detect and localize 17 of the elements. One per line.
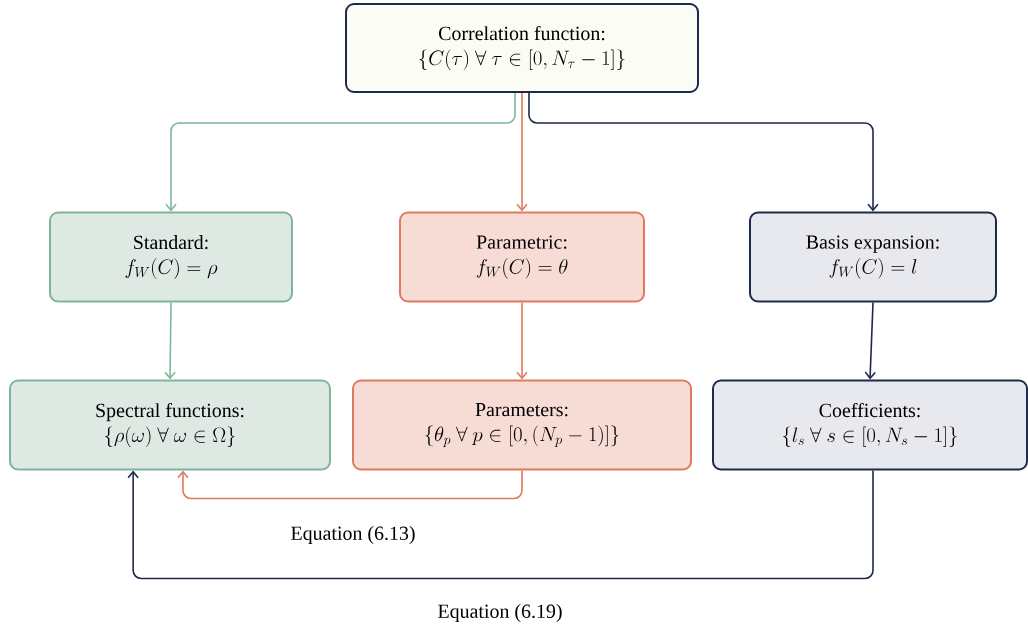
arrow — [516, 92, 528, 212]
arrow — [864, 301, 877, 380]
process-box: Standard: $f_W(C) = \rho$ — [49, 211, 293, 303]
process-box: Spectral functions: $\{\rho(\omega)\ \forall\ \omega \in \Omega\}$ — [9, 379, 331, 471]
arrow — [165, 92, 516, 212]
process-box: Basis expansion: $f_W(C) = l$ — [749, 211, 997, 303]
process-box: Correlation function: $\{C(\tau)\ \forall\ \tau \in [0, N_\tau - 1]\}$ — [345, 3, 699, 93]
arrow — [164, 301, 176, 380]
arrow — [177, 469, 523, 500]
arrow — [528, 92, 879, 212]
edge-label: Equation (6.13) — [289, 524, 417, 546]
arrow — [127, 469, 874, 580]
edge-label: Equation (6.19) — [436, 602, 564, 624]
process-box: Coefficients: $\{l_s\ \forall\ s \in [0, N_s - 1]\}$ — [712, 379, 1028, 471]
arrow — [516, 301, 528, 380]
process-box: Parametric: $f_W(C) = \theta$ — [399, 211, 645, 303]
process-box: Parameters: $\{\theta_p\ \forall\ p \in [0, (N_p - 1)]\}$ — [352, 379, 692, 471]
